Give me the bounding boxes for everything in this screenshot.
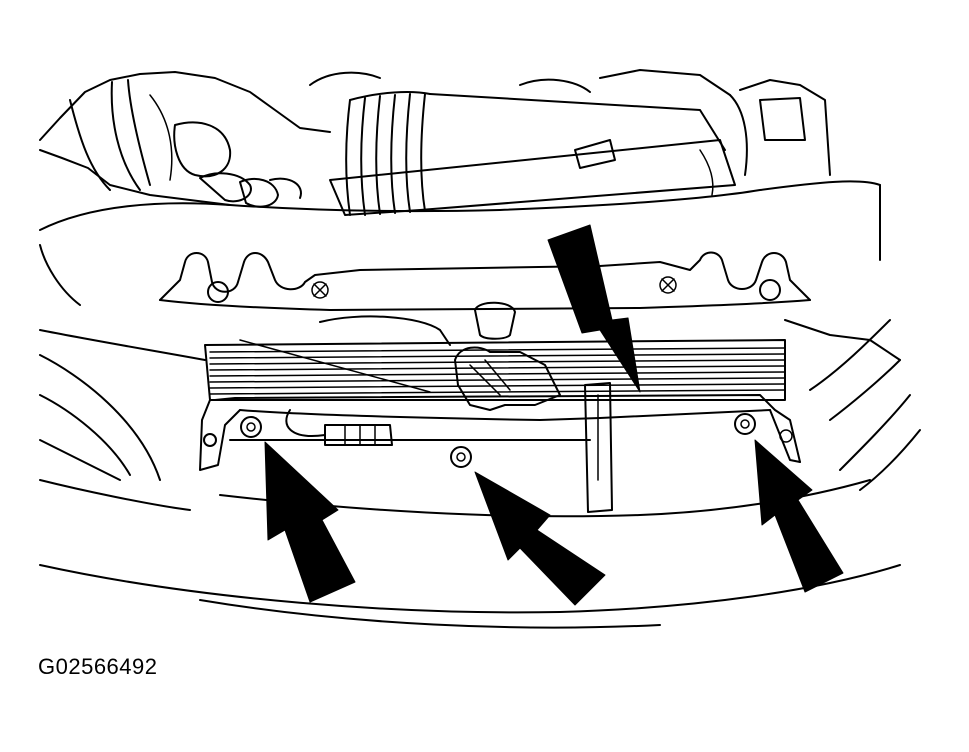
figure-id-label: G02566492 <box>38 654 158 679</box>
bracket-screw-left-icon <box>311 281 329 299</box>
arrow-bolt-right-icon <box>754 439 844 593</box>
support-bolt-center-icon <box>450 446 472 468</box>
bracket-bolt-right-icon <box>759 279 781 301</box>
support-bolt-right-icon <box>734 413 756 435</box>
arrow-upper-bracket-icon <box>547 224 641 393</box>
support-bolt-left-icon <box>240 416 262 438</box>
arrow-bolt-left-icon <box>264 441 356 603</box>
arrow-bolt-center-icon <box>474 471 606 606</box>
lower-radiator-support <box>199 382 801 513</box>
radiator-core <box>204 315 786 411</box>
engine-bay-background <box>39 69 831 208</box>
bracket-bolt-left-icon <box>207 281 229 303</box>
callout-arrows <box>264 224 844 606</box>
bracket-screw-right-icon <box>659 276 677 294</box>
sensor-connector <box>324 424 393 446</box>
upper-cover <box>39 180 881 306</box>
radiator-mount-bracket <box>159 251 811 340</box>
air-intake-hose <box>329 91 736 216</box>
